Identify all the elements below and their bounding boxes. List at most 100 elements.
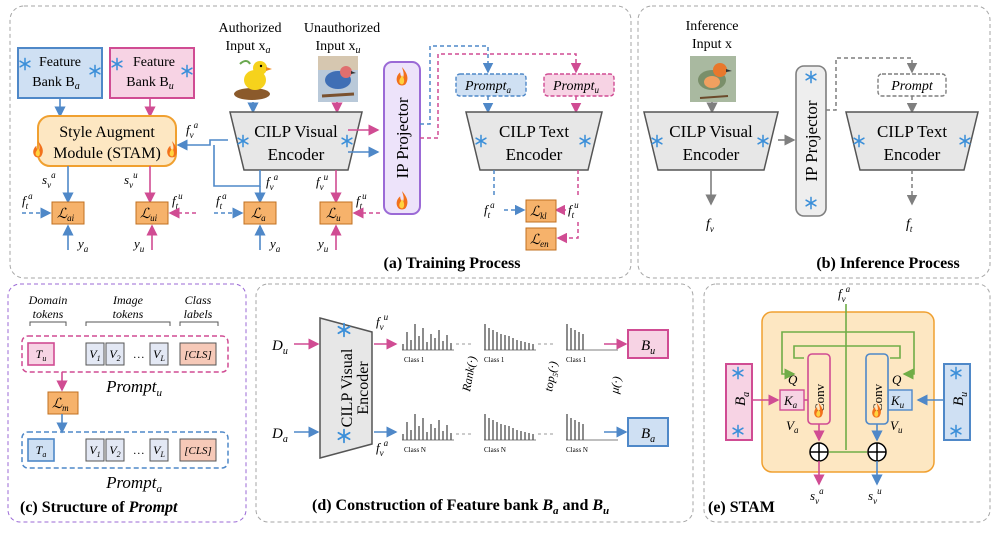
loss-ui: ℒui <box>135 201 169 225</box>
label-da: Da <box>271 426 288 445</box>
inference-line1: Inference <box>686 19 739 34</box>
histogram-bar <box>532 344 534 350</box>
token-box <box>179 342 217 366</box>
histogram-bar <box>422 328 424 350</box>
prompt-u-box: Promptu <box>543 73 615 97</box>
histogram-bar <box>442 341 444 350</box>
histogram-bar <box>488 418 490 440</box>
svg-text:Ba: Ba <box>641 426 655 445</box>
histogram-bar <box>528 343 530 350</box>
histogram-bar <box>528 433 530 440</box>
label-image-tokens-2: tokens <box>113 307 144 321</box>
panel-e-frame <box>703 283 991 523</box>
histogram-bar <box>516 340 518 350</box>
unauthorized-image <box>318 56 358 102</box>
label-va: Va <box>786 418 799 435</box>
histogram-bar <box>508 336 510 350</box>
histogram-bar <box>566 414 568 440</box>
authorized-image <box>230 56 274 102</box>
svg-text:ℒu: ℒu <box>326 207 341 223</box>
text-encoder-a: CILP Text Encoder <box>465 111 603 171</box>
class-1-label-2: Class 1 <box>484 356 505 364</box>
token-box <box>149 342 169 366</box>
bank-u-e: Bu <box>943 363 971 441</box>
loss-kl: ℒkl <box>525 199 557 223</box>
histogram-bar <box>532 434 534 440</box>
histogram-bar <box>500 424 502 440</box>
histogram-bar <box>402 344 404 350</box>
prompt-a-box: Prompta <box>455 73 527 97</box>
svg-text:ℒm: ℒm <box>52 397 69 413</box>
svg-text:Prompta: Prompta <box>464 79 511 95</box>
feature-bank-u-line1: Feature <box>133 55 175 70</box>
feature-bank-a-sub: a <box>75 81 80 92</box>
histogram-bar <box>430 334 432 350</box>
token-box <box>27 342 55 366</box>
label-fvu-out: fvu <box>316 172 329 192</box>
token-text: VL <box>153 443 165 459</box>
loss-u: ℒu <box>319 201 353 225</box>
histogram-bar <box>508 426 510 440</box>
ip-projector-b-label: IP Projector <box>802 100 821 181</box>
histogram-bar <box>426 432 428 440</box>
label-fta-1: fta <box>22 191 33 211</box>
class-1-label-1: Class 1 <box>404 356 425 364</box>
class-n-label-3: Class N <box>566 446 588 454</box>
text-encoder-a-line1: CILP Text <box>499 122 569 141</box>
histogram-bar <box>524 432 526 440</box>
token-text: … <box>134 443 145 457</box>
svg-text:Ku: Ku <box>890 393 905 410</box>
svg-text:ℒai: ℒai <box>57 207 75 223</box>
histogram-bar <box>520 431 522 440</box>
caption-a: (a) Training Process <box>384 255 521 272</box>
label-fta-3: fta <box>484 200 495 220</box>
token-box <box>27 438 55 462</box>
token-text: V1 <box>89 347 100 363</box>
ip-projector-b: IP Projector <box>795 65 827 217</box>
token-box <box>105 438 125 462</box>
stam-line1: Style Augment <box>59 124 155 141</box>
prompt-a-frame <box>21 431 229 469</box>
label-yu-2: yu <box>316 236 329 254</box>
caption-c: (c) Structure of Prompt <box>20 499 178 516</box>
histogram-bar <box>582 334 584 350</box>
label-domain-tokens-1: Domain <box>28 293 68 307</box>
token-text: V1 <box>89 443 100 459</box>
prompt-u-label: Promptu <box>105 377 162 399</box>
label-fta-2: fta <box>216 191 227 211</box>
token-text: … <box>134 347 145 361</box>
stam-box: Style Augment Module (STAM) <box>33 115 177 167</box>
histogram-bar <box>438 330 440 350</box>
visual-encoder-b: CILP Visual Encoder <box>643 111 779 171</box>
ip-projector-a: IP Projector <box>383 61 421 215</box>
token-text: V2 <box>109 443 120 459</box>
histogram-bar <box>520 341 522 350</box>
prompt-box-b: Prompt <box>877 73 947 97</box>
visual-encoder-d: CILP Visual Encoder <box>319 317 373 459</box>
histogram-bar <box>484 324 486 350</box>
label-fva-e: fva <box>838 284 851 304</box>
panel-d-frame <box>255 283 694 523</box>
histogram-bar <box>492 330 494 350</box>
svg-text:ℒen: ℒen <box>530 233 549 249</box>
histogram-bar <box>578 332 580 350</box>
conv-left: Conv <box>807 353 831 425</box>
unauthorized-line2: Input xu <box>315 39 360 56</box>
svg-text:Ba: Ba <box>733 392 752 406</box>
label-ftu-1: ftu <box>172 191 183 211</box>
histogram-bar <box>438 420 440 440</box>
histogram-bar <box>446 335 448 350</box>
text-encoder-a-line2: Encoder <box>506 145 563 164</box>
loss-en: ℒen <box>525 227 557 251</box>
histogram-bar <box>418 426 420 440</box>
visual-encoder-b-line2: Encoder <box>683 145 740 164</box>
token-box <box>85 342 105 366</box>
caption-d: (d) Construction of Feature bank Ba and … <box>312 497 609 517</box>
svg-text:Promptu: Promptu <box>552 79 599 95</box>
histogram-bar <box>418 336 420 350</box>
svg-text:Prompt: Prompt <box>890 79 934 94</box>
feature-bank-a-line1: Feature <box>39 55 81 70</box>
loss-m: ℒm <box>47 391 79 415</box>
